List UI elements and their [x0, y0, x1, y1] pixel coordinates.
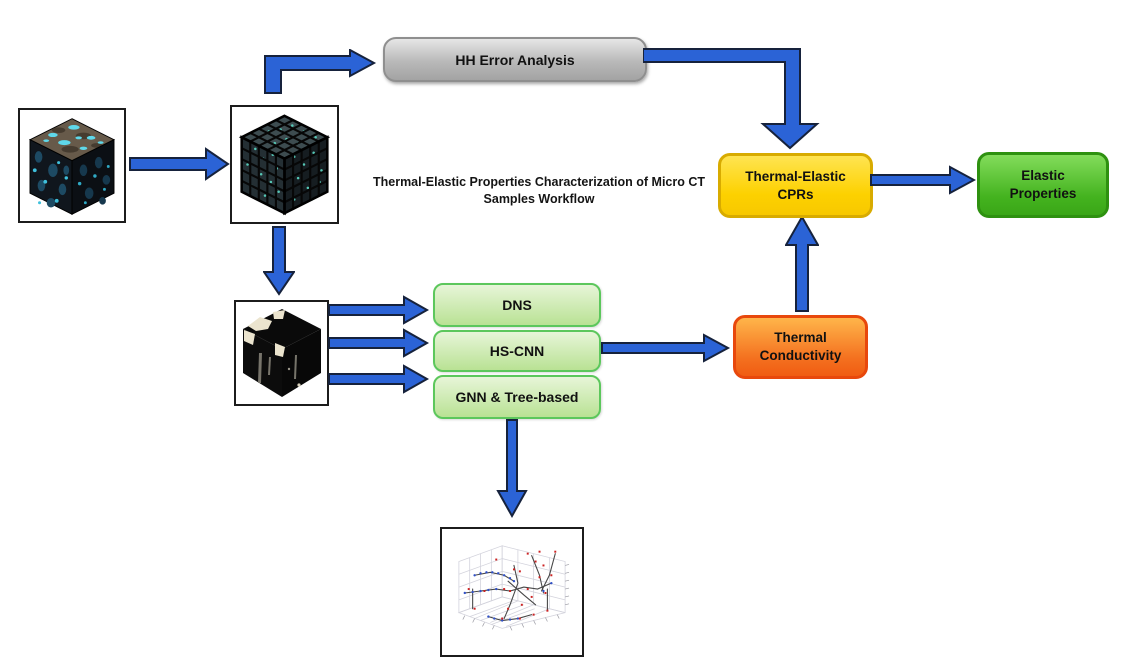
arrow-segmented-to-dns: [328, 295, 430, 325]
node-thermal-conductivity: Thermal Conductivity: [733, 315, 868, 379]
elastic-properties-line1: Elastic: [1021, 168, 1065, 183]
node-elastic-properties: Elastic Properties: [977, 152, 1109, 218]
rock-cube-icon: [28, 118, 116, 215]
arrow-gnn-to-pore-network-plot: [496, 419, 528, 519]
arrow-hh-error-to-cprs: [643, 47, 821, 150]
elastic-properties-line2: Properties: [1009, 186, 1077, 201]
thermal-conductivity-line2: Conductivity: [759, 348, 842, 363]
segmented-cube-icon: [242, 309, 321, 397]
node-dns: DNS: [433, 283, 601, 327]
pore-network-3d-plot: [445, 532, 579, 652]
gnn-tree-based-label: GNN & Tree-based: [455, 389, 579, 405]
segmented-sample-image: [234, 300, 329, 406]
diagram-title-line2: Samples Workflow: [483, 192, 595, 206]
voxelized-sample-image: [230, 105, 339, 224]
diagram-title-line1: Thermal-Elastic Properties Characterizat…: [372, 175, 706, 189]
arrow-cprs-to-elastic-properties: [870, 165, 976, 195]
micro-ct-sample-image: [18, 108, 126, 223]
voxel-cube-icon: [238, 114, 331, 216]
node-gnn-tree-based: GNN & Tree-based: [433, 375, 601, 419]
thermal-elastic-cprs-line1: Thermal-Elastic: [745, 168, 846, 184]
node-hs-cnn: HS-CNN: [433, 330, 601, 372]
thermal-conductivity-line1: Thermal: [774, 330, 827, 345]
arrow-segmented-to-hscnn: [328, 328, 430, 358]
arrow-thermal-conductivity-to-cprs: [785, 215, 819, 313]
hs-cnn-label: HS-CNN: [489, 343, 545, 359]
pore-network-plot-image: [440, 527, 584, 657]
hh-error-analysis-label: HH Error Analysis: [455, 51, 575, 68]
diagram-title: Thermal-Elastic Properties Characterizat…: [368, 174, 710, 208]
arrow-voxelized-to-segmented: [263, 226, 295, 296]
dns-label: DNS: [502, 297, 532, 313]
node-thermal-elastic-cprs: Thermal-Elastic CPRs: [718, 153, 873, 218]
thermal-elastic-cprs-line2: CPRs: [777, 186, 814, 202]
arrow-voxelized-to-hh-error: [262, 49, 378, 95]
arrow-segmented-to-gnn: [328, 364, 430, 394]
arrow-hscnn-to-thermal-conductivity: [601, 333, 731, 363]
node-hh-error-analysis: HH Error Analysis: [383, 37, 647, 82]
arrow-sample-to-voxelized: [128, 146, 232, 182]
